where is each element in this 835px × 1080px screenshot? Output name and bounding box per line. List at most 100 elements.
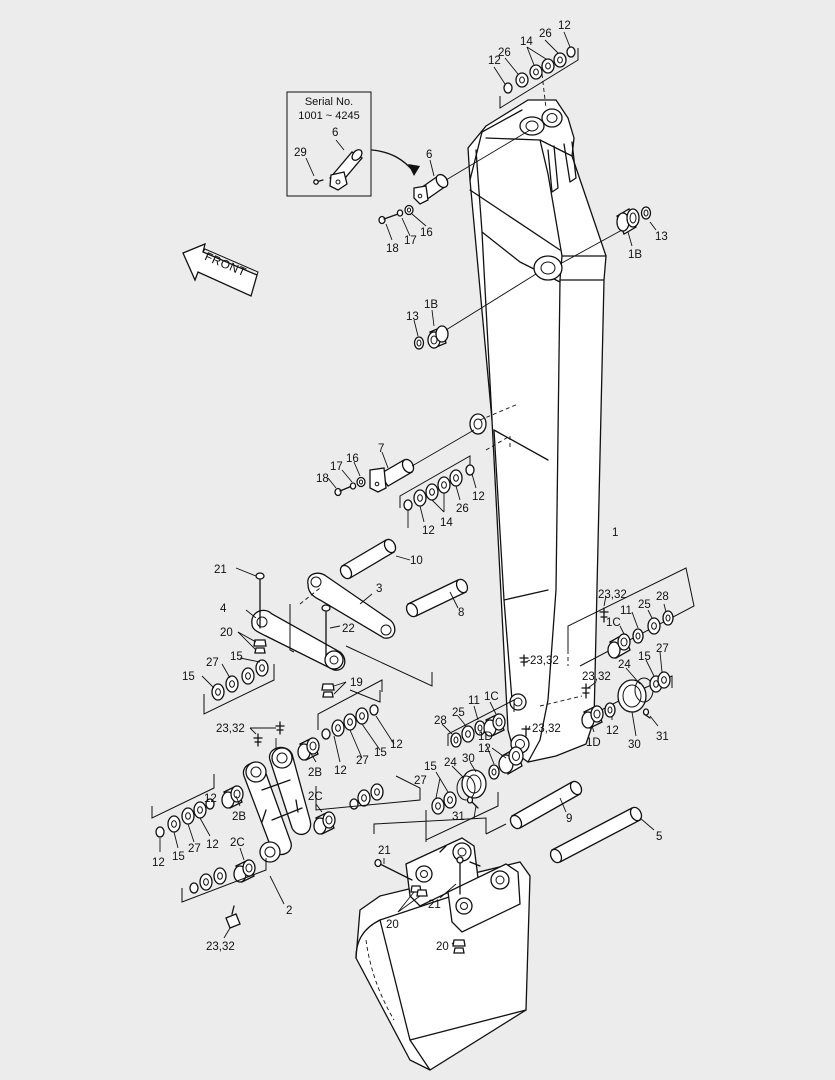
washer-group-15-27-15: [201, 657, 269, 701]
inset-pin: [329, 149, 363, 191]
callout-c48: 25: [452, 707, 465, 719]
callout-c68: 2C: [308, 791, 323, 803]
callout-c7: 29: [294, 147, 307, 159]
callout-c51: 12: [606, 725, 619, 737]
pin-6: [413, 129, 531, 205]
pin-5: [549, 806, 655, 864]
callout-c45: 27: [656, 643, 669, 655]
callout-c83: 20: [436, 941, 449, 953]
callout-c42: 23,32: [582, 671, 611, 683]
link-3: [307, 572, 396, 639]
callout-c64: 24: [444, 757, 457, 769]
callout-c71: 12: [206, 839, 219, 851]
callout-c35: 28: [656, 591, 669, 603]
callout-c50: 23,32: [532, 723, 561, 735]
callout-c31: 20: [220, 627, 233, 639]
callout-c14: 13: [406, 311, 419, 323]
callout-c19: 18: [316, 473, 329, 485]
bush-right-group: [539, 567, 695, 737]
callout-c11: 16: [420, 227, 433, 239]
callout-c36: 1C: [606, 617, 621, 629]
callout-c29: 4: [220, 603, 227, 615]
callout-c22: 14: [440, 517, 453, 529]
callout-c60: 12: [390, 739, 403, 751]
inset-title-line1: Serial No.: [305, 96, 353, 108]
front-direction-arrow: FRONT: [182, 242, 259, 297]
callout-c37: 15: [230, 651, 243, 663]
washers-link-left: [151, 774, 285, 905]
callout-c66: 27: [414, 775, 427, 787]
callout-c21: 26: [456, 503, 469, 515]
callout-c20: 12: [472, 491, 485, 503]
callout-labels: 12 26 14 26 12 6 29 6 18 17 16 13 1B 13 …: [152, 20, 669, 953]
callout-c57: 12: [334, 765, 347, 777]
callout-c47: 1C: [484, 691, 499, 703]
pin-9: [509, 780, 583, 830]
callout-c5: 12: [558, 20, 571, 32]
callout-c40: 19: [350, 677, 363, 689]
callout-c62: 12: [478, 743, 491, 755]
link-guide-lines: [203, 604, 433, 715]
callout-c58: 27: [356, 755, 369, 767]
callout-c69: 12: [204, 793, 217, 805]
callout-c53: 30: [628, 739, 641, 751]
callout-c28: 8: [458, 607, 464, 619]
callout-c49: 28: [434, 715, 447, 727]
callout-c41: 23,32: [530, 655, 559, 667]
bush-1b-lower: [413, 273, 537, 350]
inset-title-line2: 1001 ~ 4245: [298, 110, 359, 122]
callout-c78: 21: [378, 845, 391, 857]
callout-c4: 26: [539, 28, 552, 40]
pin-7-assembly: [327, 403, 519, 528]
callout-c72: 27: [188, 843, 201, 855]
callout-c34: 25: [638, 599, 651, 611]
bush-1c-left-group: [441, 659, 531, 748]
callout-c56: 2B: [308, 767, 322, 779]
callout-c81: 2: [286, 905, 292, 917]
callout-c59: 15: [374, 747, 387, 759]
callout-c13: 1B: [628, 249, 642, 261]
callout-c30: 22: [342, 623, 355, 635]
pin-10: [339, 538, 411, 580]
callout-c39: 15: [182, 671, 195, 683]
callout-c2: 26: [498, 47, 511, 59]
callout-c17: 17: [330, 461, 343, 473]
callout-c79: 20: [386, 919, 399, 931]
callout-c23: 12: [422, 525, 435, 537]
callout-c65: 30: [462, 753, 475, 765]
callout-c26: 21: [214, 564, 227, 576]
washers-link-right: [315, 679, 421, 811]
callout-c54: 31: [656, 731, 669, 743]
callout-c3: 14: [520, 36, 533, 48]
link-2: [242, 721, 312, 863]
bush-1b-upper: [559, 206, 657, 265]
bushes-2b-2c: [221, 737, 336, 883]
inset-arrow: [371, 149, 420, 176]
callout-c18: 16: [346, 453, 359, 465]
callout-c67: 31: [452, 811, 465, 823]
callout-c32: 23,32: [598, 589, 627, 601]
top-washer-stack: [493, 31, 579, 109]
callout-c63: 15: [424, 761, 437, 773]
callout-c6: 6: [332, 127, 338, 139]
bolt-18-17-16-top: [378, 204, 427, 241]
callout-c33: 11: [620, 605, 632, 617]
callout-c82: 23,32: [206, 941, 235, 953]
callout-c24: 1: [612, 527, 618, 539]
callout-c16: 7: [378, 443, 384, 455]
callout-c55: 23,32: [216, 723, 245, 735]
link-4-assembly: [235, 567, 347, 698]
callout-c9: 18: [386, 243, 399, 255]
callout-c52: 1D: [586, 737, 601, 749]
serial-inset: Serial No. 1001 ~ 4245: [286, 91, 372, 197]
callout-c61: 1D: [478, 731, 493, 743]
callout-c43: 24: [618, 659, 631, 671]
inset-bolt: [313, 179, 324, 185]
callout-c25: 10: [410, 555, 423, 567]
callout-c75: 9: [566, 813, 572, 825]
callout-c46: 11: [468, 695, 480, 707]
callout-c27: 3: [376, 583, 382, 595]
pin-8: [405, 578, 469, 618]
callout-c8: 6: [426, 149, 432, 161]
